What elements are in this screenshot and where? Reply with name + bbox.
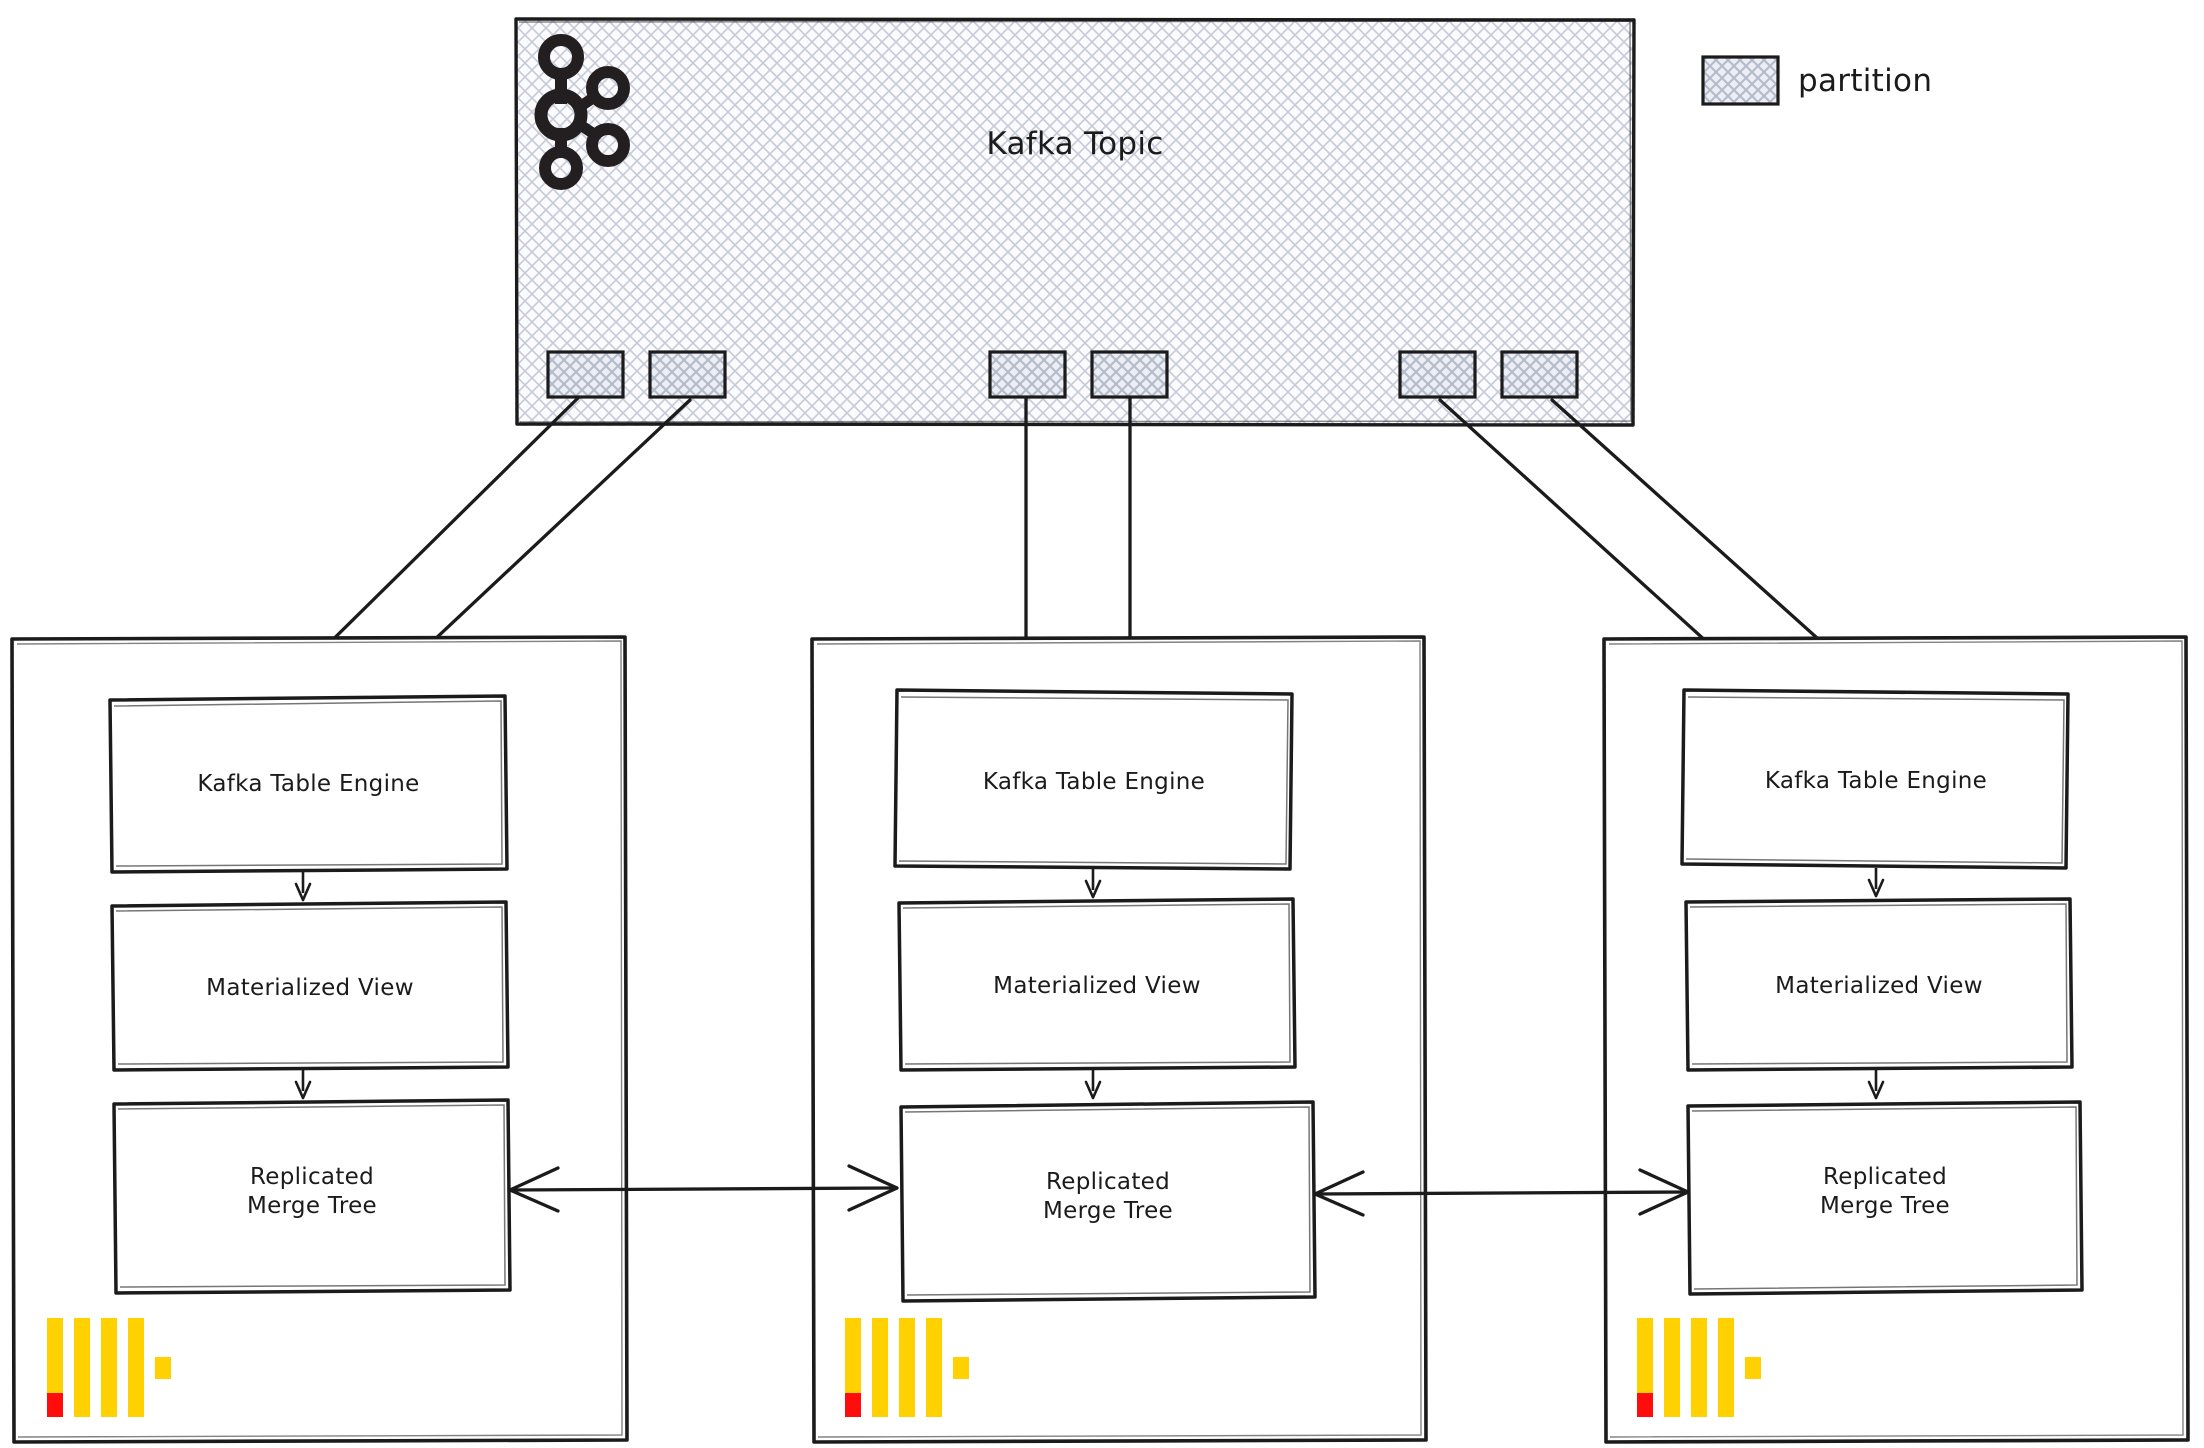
node2-replicated-merge-tree-label: Replicated Merge Tree	[1042, 1169, 1174, 1224]
partition-chip-6[interactable]	[1500, 350, 1579, 399]
kafka-topic-label: Kafka Topic	[986, 126, 1164, 162]
node1-replicated-merge-tree-label: Replicated Merge Tree	[246, 1164, 378, 1219]
partition-chip-5[interactable]	[1398, 350, 1477, 399]
arrow-node3-mv-to-rmt	[1867, 1070, 1885, 1100]
clickhouse-logo-1	[47, 1318, 171, 1417]
node2-materialized-view-label: Materialized View	[993, 973, 1201, 999]
clickhouse-logo-3	[1637, 1318, 1761, 1417]
node1-kafka-table-engine-label: Kafka Table Engine	[197, 771, 420, 797]
node1-replicated-merge-tree-box[interactable]	[112, 1098, 512, 1295]
node1-materialized-view-box[interactable]	[110, 900, 510, 1072]
partition-chip-1[interactable]	[546, 350, 625, 399]
arrow-node1-mv-to-rmt	[294, 1070, 312, 1100]
arrow-node2-kte-to-mv	[1084, 869, 1102, 899]
node2-materialized-view-box[interactable]	[897, 897, 1297, 1072]
arrow-partition3-to-node2	[1011, 396, 1041, 673]
node2-kafka-table-engine-label: Kafka Table Engine	[982, 769, 1206, 795]
node2-replicated-merge-tree-box[interactable]	[899, 1100, 1317, 1303]
node1-kafka-table-engine-box[interactable]	[108, 694, 509, 874]
arrow-node1-kte-to-mv	[294, 872, 312, 902]
arrow-partition5-to-node3	[1438, 398, 1763, 683]
arrow-partition4-to-node2	[1115, 396, 1145, 673]
clickhouse-logo-2	[845, 1318, 969, 1417]
kafka-logo	[534, 34, 630, 190]
arrow-partition2-to-node1	[377, 398, 692, 683]
node3-materialized-view-box[interactable]	[1684, 897, 2074, 1072]
partition-chip-3[interactable]	[988, 350, 1067, 399]
partition-chip-2[interactable]	[648, 350, 727, 399]
legend-label: partition	[1798, 63, 1933, 99]
partition-chip-4[interactable]	[1090, 350, 1169, 399]
arrow-partition1-to-node1	[277, 396, 580, 683]
node3-kafka-table-engine-box[interactable]	[1680, 688, 2070, 870]
node2-kafka-table-engine-box[interactable]	[893, 688, 1294, 871]
legend-swatch	[1701, 55, 1780, 106]
node3-replicated-merge-tree-box[interactable]	[1686, 1100, 2084, 1296]
replication-arrow-node2-node3	[1313, 1168, 1690, 1217]
replication-arrow-node1-node2	[508, 1164, 899, 1213]
node3-materialized-view-label: Materialized View	[1775, 973, 1983, 999]
node1-materialized-view-label: Materialized View	[206, 975, 414, 1001]
node3-replicated-merge-tree-label: Replicated Merge Tree	[1819, 1164, 1951, 1219]
arrow-node3-kte-to-mv	[1867, 868, 1885, 898]
arrow-node2-mv-to-rmt	[1084, 1070, 1102, 1100]
arrow-partition6-to-node3	[1550, 398, 1878, 683]
node3-kafka-table-engine-label: Kafka Table Engine	[1764, 768, 1988, 794]
